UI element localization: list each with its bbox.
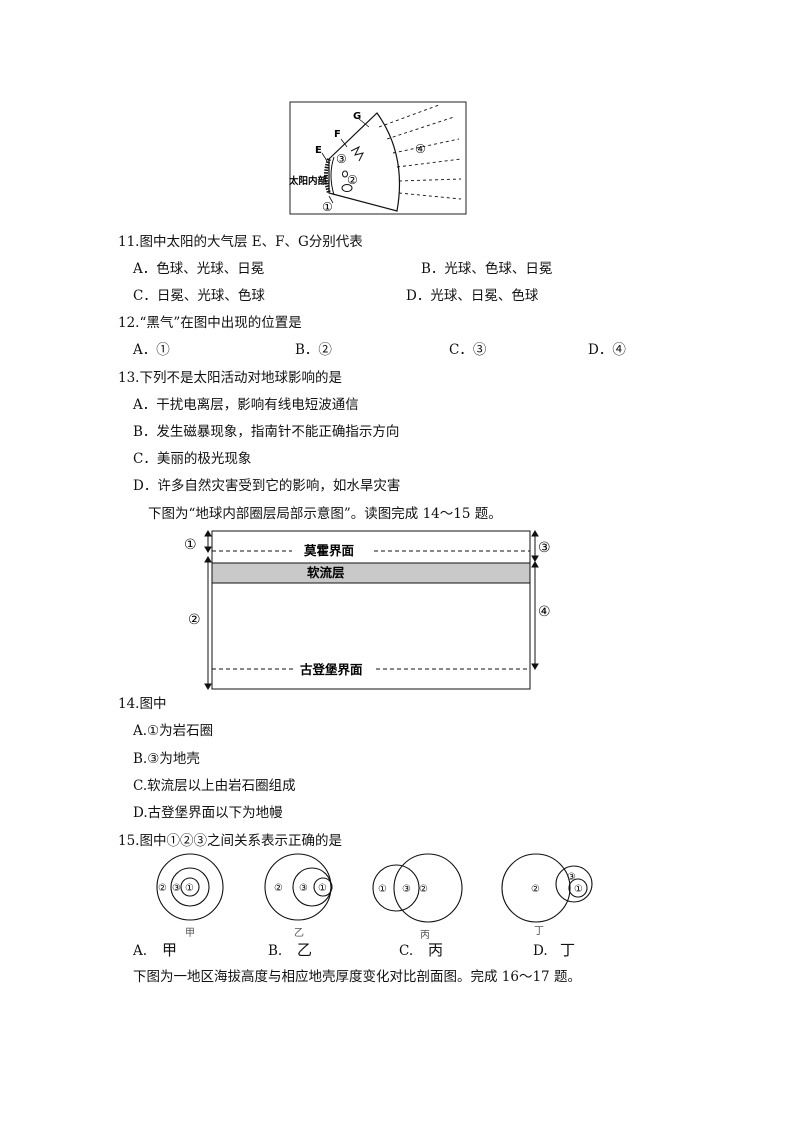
sunspot	[341, 184, 353, 192]
circles-bing: ① ③ ② 丙	[372, 853, 463, 940]
q15-option-b-text: 乙	[297, 941, 313, 959]
q11-option-a: A．色球、光球、日冕	[133, 261, 265, 277]
yi-caption: 乙	[294, 927, 304, 938]
photosphere-band	[324, 158, 331, 194]
q12-option-d: D．④	[588, 342, 626, 358]
q13-option-b: B．发生磁暴现象，指南针不能正确指示方向	[133, 424, 400, 440]
q13-option-a: A．干扰电离层，影响有线电短波通信	[133, 397, 359, 413]
layer-mark-2: ②	[188, 612, 201, 628]
q15-option-a-letter: A.	[133, 943, 148, 959]
q15-option-b-letter: B.	[268, 943, 283, 959]
jia-inner-mark: ①	[185, 883, 194, 894]
q15-option-c-text: 丙	[428, 941, 444, 959]
moho-label: 莫霍界面	[304, 543, 355, 558]
q15-option-a-text: 甲	[162, 941, 178, 959]
q11-option-c: C．日冕、光球、色球	[133, 288, 265, 304]
sunspot-small	[342, 170, 348, 178]
yi-outer-mark: ②	[274, 883, 283, 894]
prominence	[350, 145, 364, 162]
circles-jia: ② ③ ① 甲	[156, 853, 224, 938]
label-f: F	[334, 129, 341, 140]
q14-option-d: D.古登堡界面以下为地幔	[133, 805, 283, 821]
ding-middle-mark: ③	[567, 872, 576, 883]
bing-left-mark: ①	[378, 884, 387, 895]
q12-option-a: A．①	[133, 342, 170, 358]
q15-option-d-letter: D.	[533, 943, 548, 959]
chromosphere-line	[330, 156, 335, 196]
mark-3: ③	[336, 152, 347, 166]
q12-stem: 12.“黑气”在图中出现的位置是	[118, 315, 302, 331]
sun-sector-outline	[328, 112, 401, 212]
ding-outer-mark: ②	[531, 884, 540, 895]
bing-middle-mark: ③	[402, 884, 411, 895]
ding-inner-mark: ①	[574, 884, 583, 895]
left-arrows	[204, 530, 212, 690]
layers-frame	[211, 530, 531, 690]
q14-option-b: B.③为地壳	[133, 751, 200, 767]
intro-16-17: 下图为一地区海拔高度与相应地壳厚度变化对比剖面图。完成 16～17 题。	[133, 969, 581, 985]
q13-stem: 13.下列不是太阳活动对地球影响的是	[118, 370, 342, 386]
layer-mark-3: ③	[538, 540, 551, 556]
label-sun-interior: 太阳内部	[289, 175, 328, 187]
q12-option-c: C．③	[449, 342, 487, 358]
gutenberg-label: 古登堡界面	[300, 662, 363, 677]
asthenosphere-band	[211, 562, 531, 584]
yi-inner-mark: ①	[318, 883, 327, 894]
q15-option-c-letter: C.	[399, 943, 414, 959]
ding-caption: 丁	[534, 926, 544, 937]
q14-option-c: C.软流层以上由岩石圈组成	[133, 778, 296, 794]
yi-middle-mark: ③	[299, 883, 308, 894]
label-g: G	[353, 111, 361, 122]
q11-option-b: B．光球、色球、日冕	[421, 261, 553, 277]
mark-1: ①	[322, 200, 333, 214]
intro-14-15: 下图为“地球内部圈层局部示意图”。读图完成 14～15 题。	[148, 506, 502, 522]
right-arrows	[531, 530, 539, 670]
sun-structure-figure: G F E 太阳内部 ① ② ③ ④	[289, 101, 467, 215]
earth-layers-figure: 莫霍界面 软流层 古登堡界面 ① ② ③ ④	[184, 530, 551, 690]
corona-rays	[378, 104, 462, 200]
jia-outer-mark: ②	[158, 883, 167, 894]
q11-stem: 11.图中太阳的大气层 E、F、G分别代表	[118, 234, 363, 250]
layer-mark-4: ④	[538, 604, 551, 620]
q12-option-b: B．②	[295, 342, 332, 358]
jia-caption: 甲	[185, 928, 195, 938]
q11-option-d: D．光球、日冕、色球	[406, 288, 539, 304]
jia-middle-mark: ③	[172, 883, 181, 894]
bing-right-mark: ②	[419, 884, 428, 895]
mark-2: ②	[347, 173, 358, 187]
bing-caption: 丙	[420, 930, 430, 940]
q14-stem: 14.图中	[118, 696, 167, 712]
circles-yi: ② ③ ① 乙	[264, 853, 333, 938]
layer-mark-1: ①	[184, 537, 197, 553]
label-e: E	[315, 145, 322, 156]
q14-option-a: A.①为岩石圈	[133, 723, 214, 739]
mark-4: ④	[415, 142, 426, 156]
q13-option-c: C．美丽的极光现象	[133, 451, 252, 467]
q13-option-d: D．许多自然灾害受到它的影响，如水旱灾害	[133, 478, 401, 494]
q15-option-d-text: 丁	[560, 941, 576, 959]
q15-stem: 15.图中①②③之间关系表示正确的是	[118, 833, 342, 849]
asthenosphere-label: 软流层	[307, 565, 345, 580]
circles-ding: ② ③ ① 丁	[501, 853, 593, 937]
